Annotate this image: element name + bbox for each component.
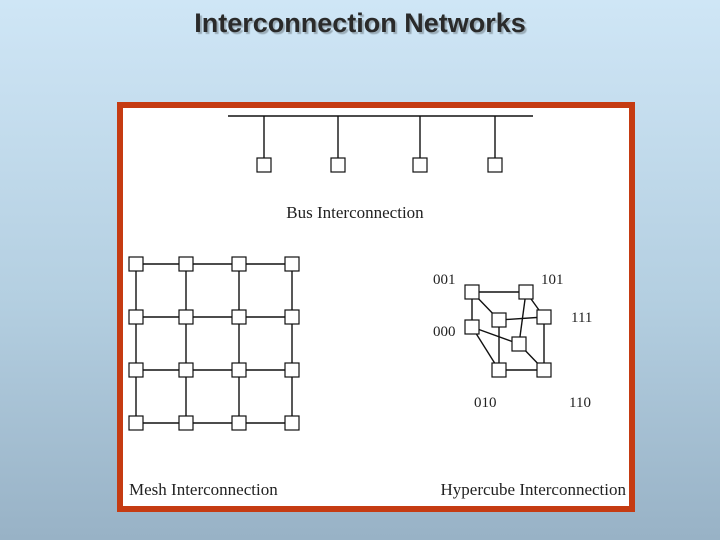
cube-node-100 bbox=[511, 336, 527, 352]
label-000: 000 bbox=[433, 324, 456, 340]
bus-caption: Bus Interconnection bbox=[286, 203, 424, 222]
cube-node-000 bbox=[464, 319, 480, 335]
bus-node bbox=[487, 157, 503, 173]
cube-node-110 bbox=[536, 362, 552, 378]
figure-frame: Bus Interconnection bbox=[117, 102, 635, 512]
cube-node-010 bbox=[491, 362, 507, 378]
figure-canvas: Bus Interconnection bbox=[123, 108, 629, 506]
network-diagrams: Bus Interconnection bbox=[128, 115, 626, 499]
mesh-node bbox=[128, 362, 144, 378]
cube-node-101 bbox=[518, 284, 534, 300]
cube-edge bbox=[518, 291, 527, 345]
cube-edge bbox=[471, 326, 520, 345]
mesh-node bbox=[231, 309, 247, 325]
slide-title: Interconnection Networks bbox=[194, 8, 526, 38]
mesh-node bbox=[178, 362, 194, 378]
mesh-diagram: Mesh Interconnection bbox=[128, 256, 300, 499]
label-101: 101 bbox=[541, 272, 564, 288]
mesh-node bbox=[231, 415, 247, 431]
cube-node-001 bbox=[464, 284, 480, 300]
bus-node bbox=[412, 157, 428, 173]
label-110: 110 bbox=[569, 395, 591, 411]
mesh-node bbox=[178, 415, 194, 431]
mesh-node bbox=[231, 256, 247, 272]
hypercube-diagram: 001 101 111 000 010 110 Hypercube Interc… bbox=[433, 272, 626, 499]
bus-node bbox=[330, 157, 346, 173]
bus-node bbox=[256, 157, 272, 173]
mesh-node bbox=[178, 256, 194, 272]
cube-node-011 bbox=[491, 312, 507, 328]
mesh-node bbox=[284, 309, 300, 325]
mesh-node bbox=[284, 256, 300, 272]
label-111: 111 bbox=[571, 310, 592, 326]
label-010: 010 bbox=[474, 395, 497, 411]
mesh-node bbox=[128, 309, 144, 325]
label-001: 001 bbox=[433, 272, 456, 288]
mesh-node bbox=[284, 362, 300, 378]
mesh-node bbox=[178, 309, 194, 325]
mesh-node bbox=[231, 362, 247, 378]
mesh-node bbox=[128, 415, 144, 431]
bus-diagram: Bus Interconnection bbox=[228, 115, 533, 222]
mesh-node bbox=[284, 415, 300, 431]
mesh-node bbox=[128, 256, 144, 272]
cube-node-111 bbox=[536, 309, 552, 325]
hypercube-caption: Hypercube Interconnection bbox=[441, 480, 627, 499]
mesh-caption: Mesh Interconnection bbox=[129, 480, 278, 499]
